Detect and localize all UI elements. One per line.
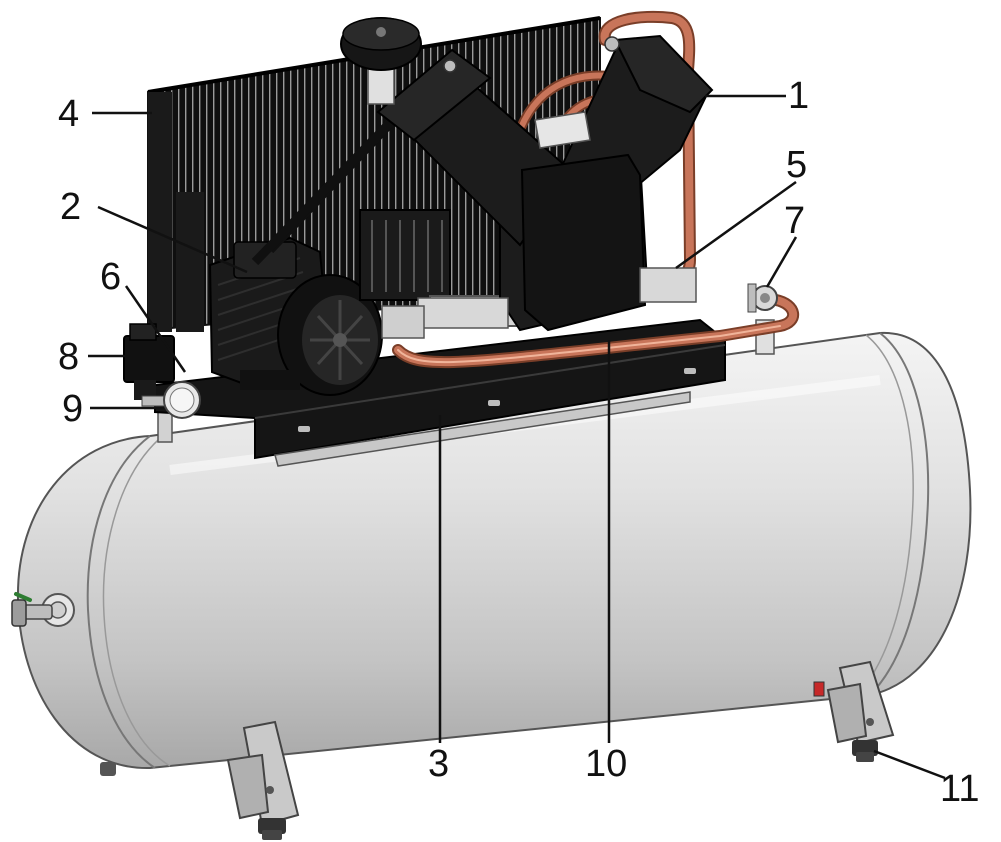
callout-6: 6: [100, 256, 122, 298]
callout-11: 11: [940, 768, 980, 810]
tank-foot-right: [813, 660, 895, 762]
pressure-switch: [123, 323, 175, 400]
pressure-gauge: [141, 381, 201, 419]
tank-foot-left: [226, 720, 300, 840]
leader-line-5: [675, 180, 797, 270]
callout-5: 5: [786, 144, 808, 186]
tank-foot-rear-left: [100, 762, 116, 776]
mount-bracket: [381, 305, 425, 339]
safety-valve: [747, 283, 778, 313]
callout-leaders: [88, 94, 946, 780]
mount-bracket: [417, 297, 509, 329]
leader-line-11: [873, 749, 946, 780]
electric-motor: [208, 236, 383, 396]
leader-line-2: [97, 205, 248, 274]
compressor-pump: [359, 34, 714, 332]
callout-8: 8: [58, 336, 80, 378]
tensioner-bracket: [639, 267, 697, 303]
air-intake-filter: [340, 17, 422, 105]
callout-2: 2: [60, 186, 82, 228]
leader-line-7: [765, 236, 798, 288]
callout-3: 3: [428, 743, 450, 785]
callout-1: 1: [788, 75, 810, 117]
callout-10: 10: [585, 743, 628, 785]
callout-9: 9: [62, 388, 84, 430]
callout-4: 4: [58, 93, 80, 135]
leader-line-6: [124, 285, 187, 373]
callout-7: 7: [784, 200, 806, 242]
